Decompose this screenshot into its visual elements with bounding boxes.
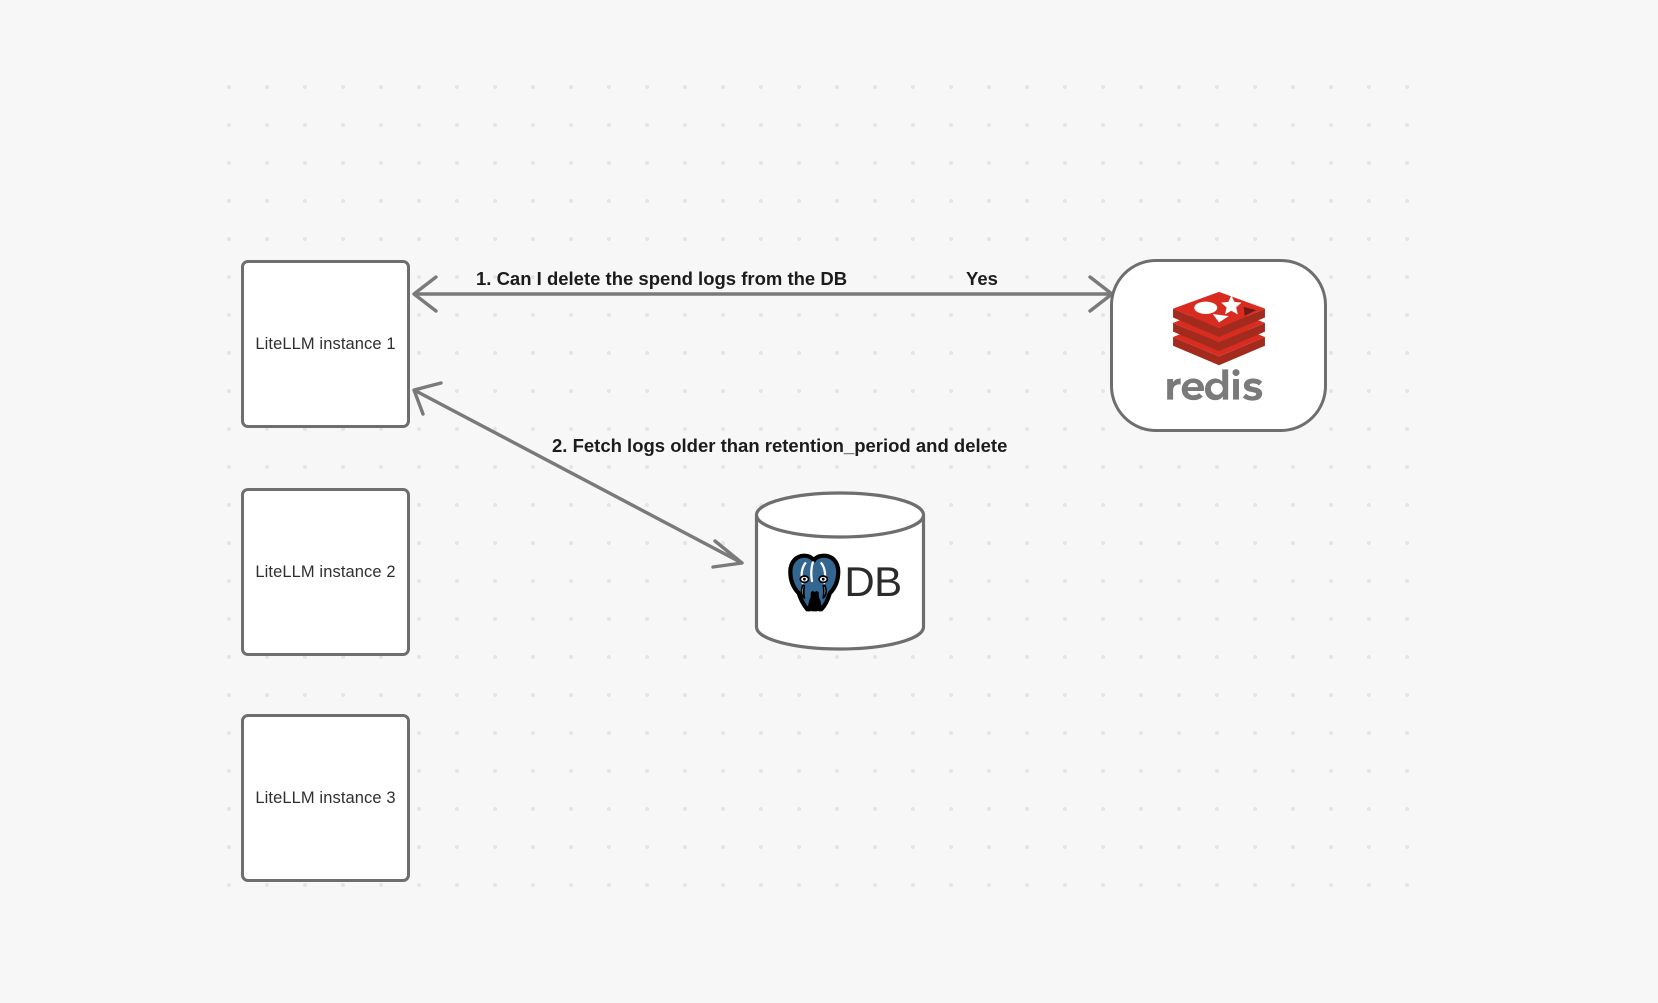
db-label: DB xyxy=(844,558,902,605)
edge-label-step-1-answer: Yes xyxy=(966,268,998,289)
node-label: LiteLLM instance 1 xyxy=(255,334,396,353)
node-litellm-instance-3[interactable]: LiteLLM instance 3 xyxy=(241,714,410,882)
edge-label-step-1: 1. Can I delete the spend logs from the … xyxy=(476,268,848,289)
db-cylinder-shape xyxy=(754,491,926,651)
edge-litellm1-db xyxy=(412,381,744,569)
redis-wordmark xyxy=(1166,368,1262,401)
edge-label-step-2: 2. Fetch logs older than retention_perio… xyxy=(552,435,1008,456)
db-content: DB xyxy=(754,543,926,621)
arrowhead-lower-right xyxy=(711,539,744,569)
arrowhead-upper-left xyxy=(412,381,443,416)
redis-stack-icon xyxy=(1172,291,1265,365)
node-litellm-instance-1[interactable]: LiteLLM instance 1 xyxy=(241,260,410,428)
arrowhead-left xyxy=(412,275,438,313)
postgresql-elephant-icon xyxy=(788,553,841,612)
node-redis[interactable] xyxy=(1110,259,1327,432)
node-label: LiteLLM instance 2 xyxy=(255,562,396,581)
node-label: LiteLLM instance 3 xyxy=(255,788,396,807)
edge-line xyxy=(413,388,743,565)
redis-logo xyxy=(1165,291,1273,401)
node-litellm-instance-2[interactable]: LiteLLM instance 2 xyxy=(241,488,410,656)
node-db[interactable]: DB xyxy=(754,491,926,651)
arrowhead-right xyxy=(1088,275,1114,313)
